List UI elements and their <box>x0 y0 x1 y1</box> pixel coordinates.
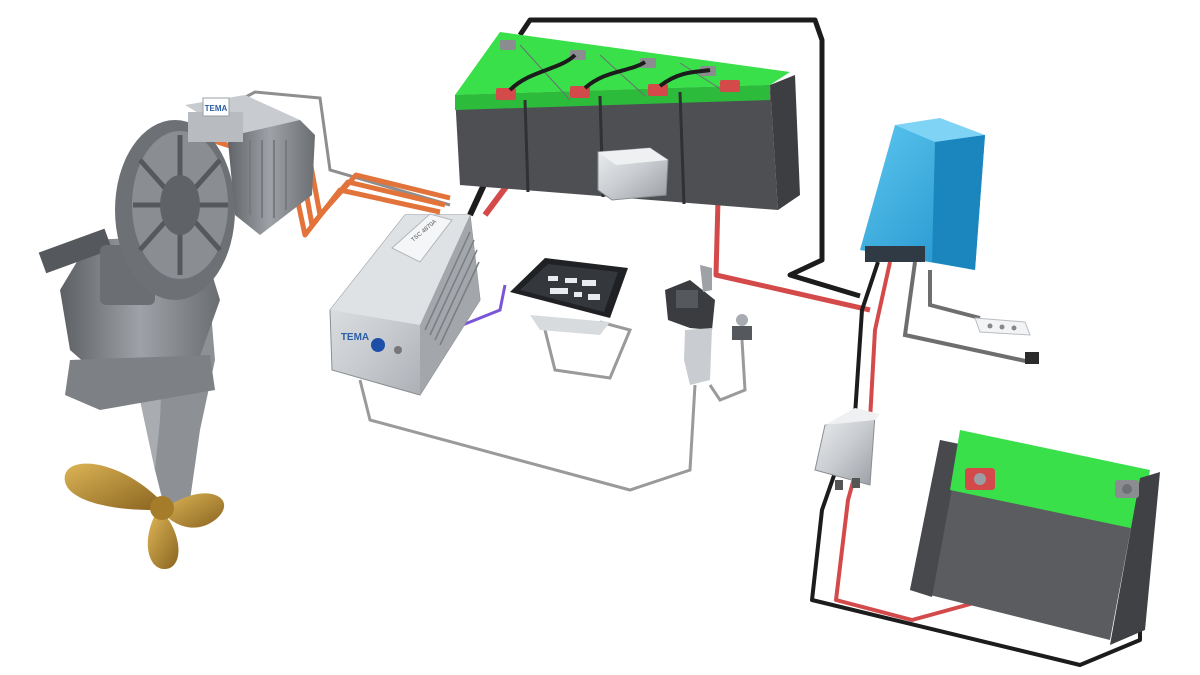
signal-cable-motor <box>239 90 451 207</box>
signal-cable-display <box>543 320 633 380</box>
controller-connector <box>371 338 385 352</box>
dc-dc-converter <box>814 408 880 490</box>
power-strip <box>974 317 1039 364</box>
battery-bank <box>455 32 800 210</box>
ac-cable <box>902 261 1031 364</box>
motor-controller: TSC 4870A TEMA <box>329 213 481 396</box>
ac-cable-2 <box>928 270 981 320</box>
battery-charger <box>860 118 985 270</box>
throttle-lever <box>665 265 715 385</box>
controller-brand-label: TEMA <box>341 332 369 343</box>
electric-motor: TEMA <box>185 95 315 235</box>
ac-plug <box>1025 352 1039 364</box>
display-panel <box>510 258 628 335</box>
motor-brand-label: TEMA <box>205 104 228 113</box>
motor-logo: TEMA <box>202 97 230 117</box>
negative-cable-bank-charger <box>517 17 861 299</box>
shunt <box>597 147 669 201</box>
signal-cable-key <box>708 339 747 402</box>
service-battery <box>910 430 1160 645</box>
propeller <box>64 463 225 570</box>
key-switch <box>732 314 752 340</box>
outboard-drive <box>38 120 235 570</box>
negative-cable-charger-service <box>810 261 1142 667</box>
signal-cable-throttle <box>358 379 697 492</box>
